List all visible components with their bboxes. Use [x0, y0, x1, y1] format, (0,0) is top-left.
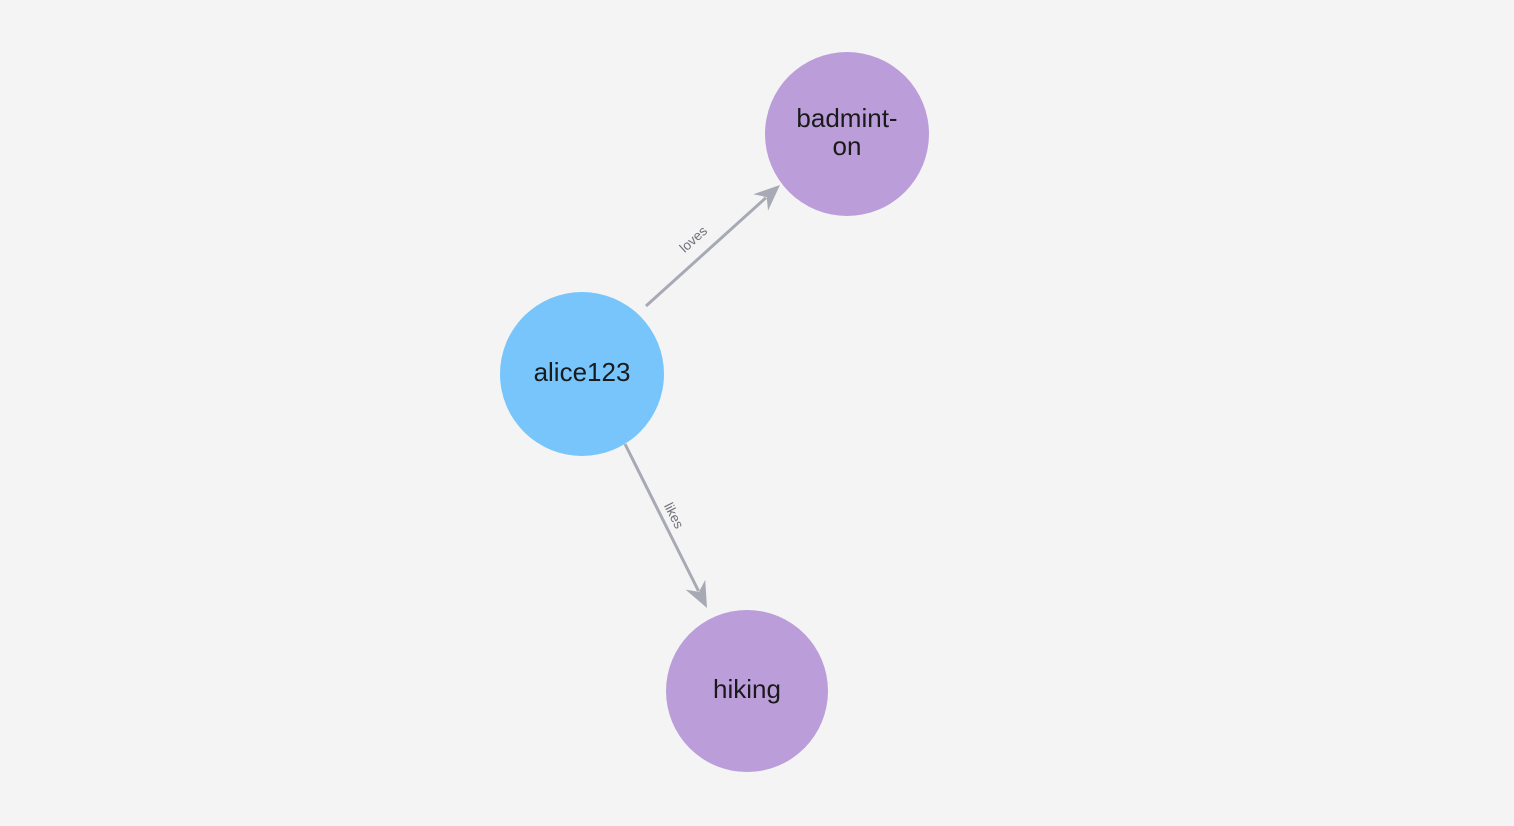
arrowhead-icon-loves: [753, 185, 780, 211]
node-shape-hiking[interactable]: [666, 610, 828, 772]
graph-node-alice123[interactable]: alice123: [500, 292, 664, 456]
node-shape-badminton[interactable]: [765, 52, 929, 216]
graph-node-badminton[interactable]: badmint-on: [765, 52, 929, 216]
edge-line-loves: [644, 196, 767, 308]
graph-edge-loves[interactable]: loves: [644, 185, 780, 308]
graph-edge-likes[interactable]: likes: [623, 443, 707, 608]
arrowhead-icon-likes: [685, 579, 707, 608]
edge-line-likes: [623, 443, 700, 592]
graph-node-hiking[interactable]: hiking: [666, 610, 828, 772]
node-shape-alice123[interactable]: [500, 292, 664, 456]
